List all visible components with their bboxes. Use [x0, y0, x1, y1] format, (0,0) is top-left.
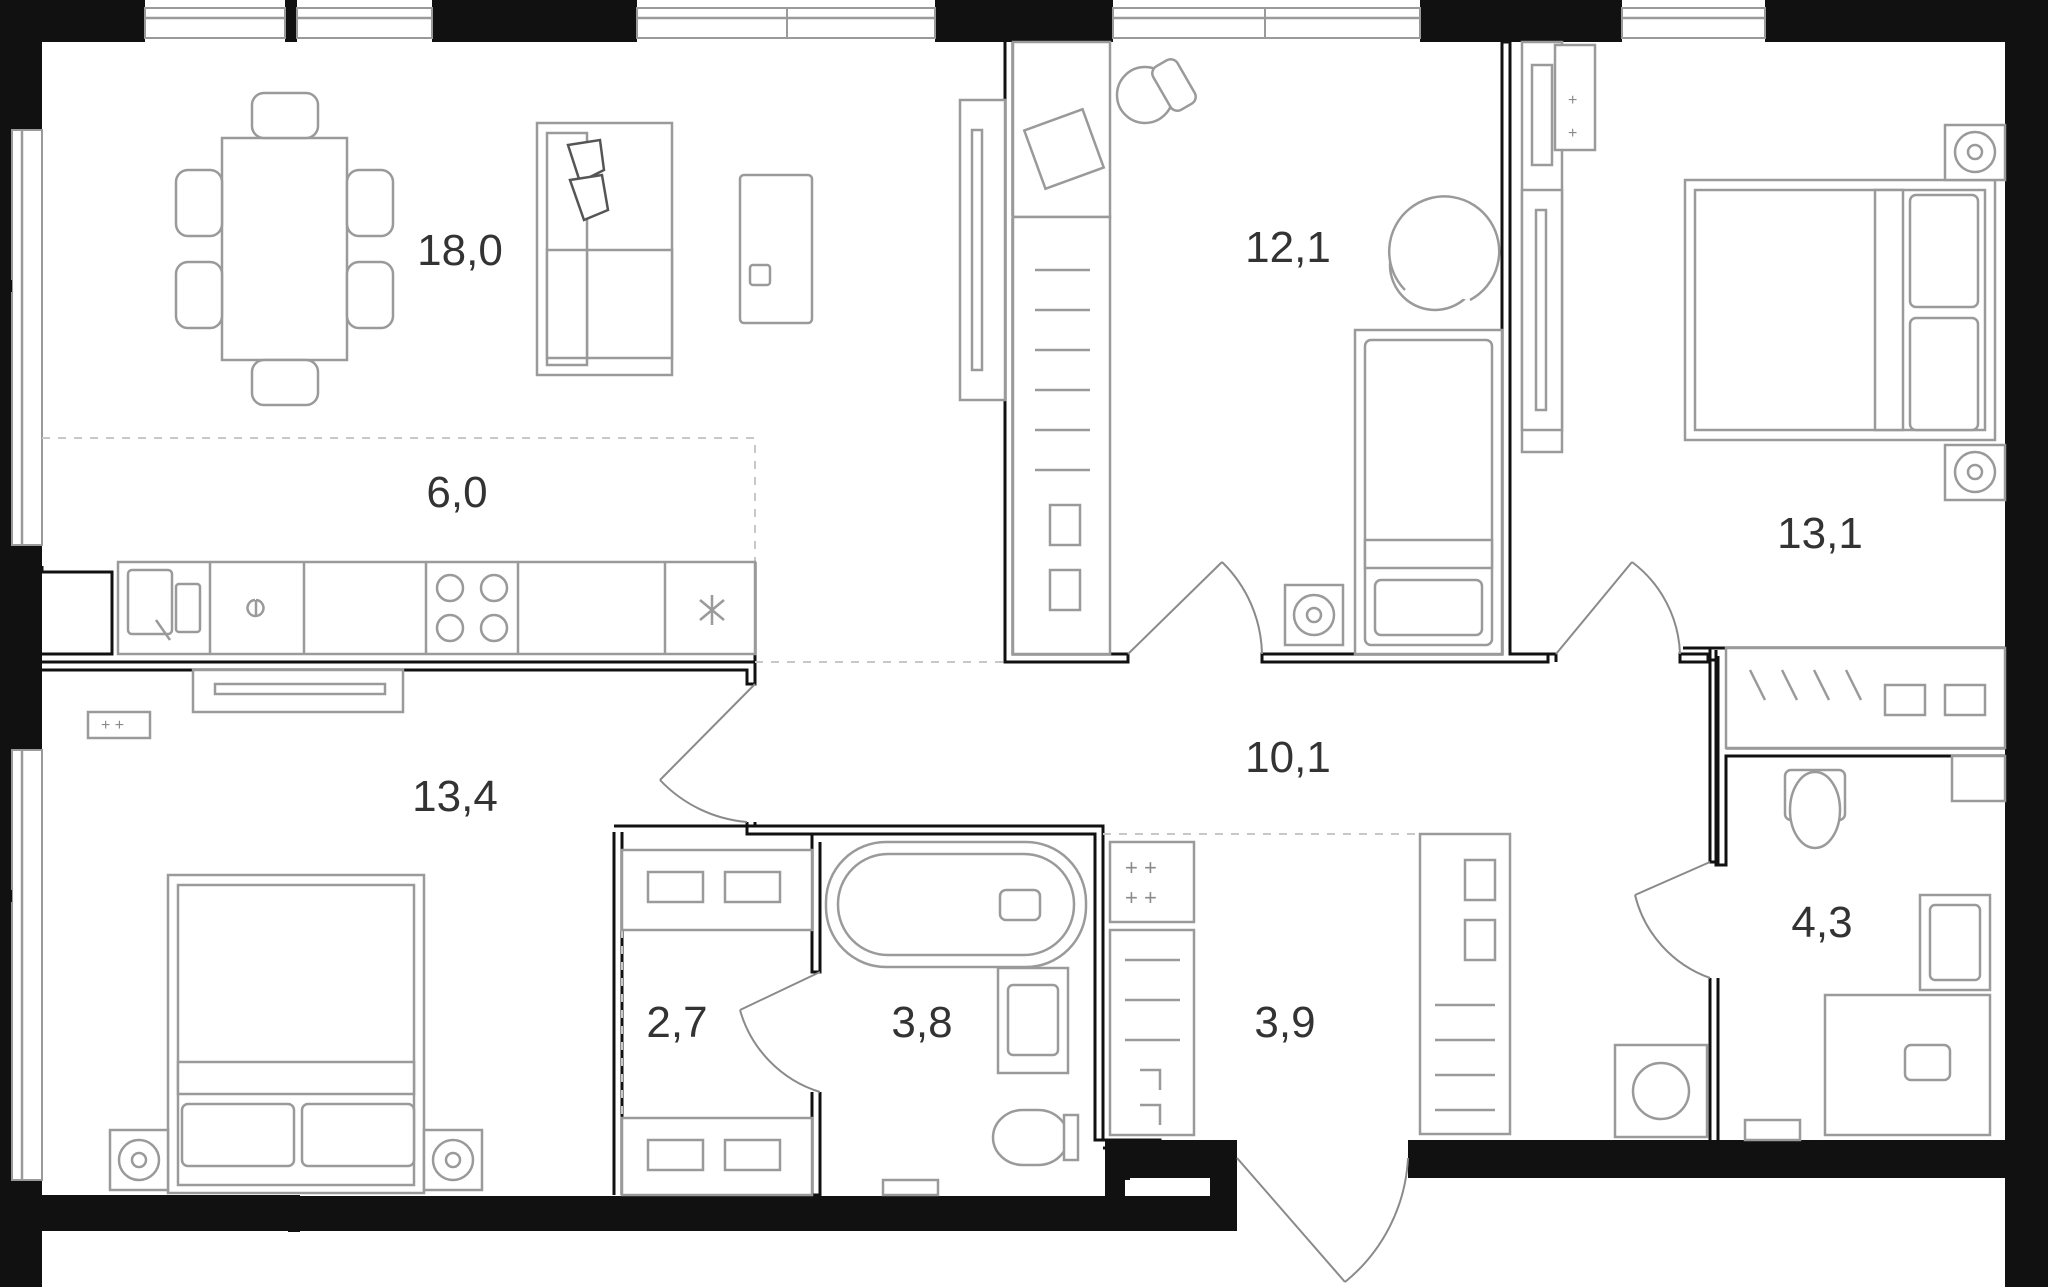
bottom-wall	[0, 1196, 1237, 1231]
bed-left	[108, 873, 484, 1195]
area-label-hall: 10,1	[1245, 733, 1331, 782]
area-labels: 18,0 6,0 13,4 12,1 13,1 10,1 2,7 3,8 3,9…	[412, 223, 1863, 1047]
tv-unit-left: + +	[86, 668, 405, 740]
windows	[0, 7, 1766, 1181]
svg-text:+ +: + +	[1125, 855, 1157, 880]
dining-set	[174, 91, 395, 407]
wardrobe-3-9: + + + +	[1108, 832, 1512, 1137]
zone-lines	[42, 437, 1420, 1120]
svg-text:+: +	[1568, 125, 1577, 142]
area-label-bedroom-left: 13,4	[412, 772, 498, 821]
bedroom-right-furniture: + + + +	[1520, 40, 2007, 803]
svg-text:+: +	[1568, 92, 1577, 109]
bathroom-right-fixtures	[1613, 768, 1992, 1142]
study-furniture	[1011, 40, 1504, 656]
closet-shelves	[620, 848, 814, 1197]
area-label-study: 12,1	[1245, 223, 1331, 272]
area-label-bedroom-right: 13,1	[1777, 509, 1863, 558]
area-label-kitchen: 6,0	[426, 468, 487, 517]
sofa	[535, 121, 674, 377]
area-label-bathroom: 3,8	[891, 998, 952, 1047]
coffee-table	[738, 173, 814, 325]
area-label-wardrobe: 3,9	[1254, 998, 1315, 1047]
bathroom-fixtures	[824, 840, 1088, 1197]
area-label-bathroom-right: 4,3	[1791, 898, 1852, 947]
area-label-closet: 2,7	[646, 998, 707, 1047]
kitchen-counter	[116, 560, 757, 656]
svg-text:+ +: + +	[1125, 885, 1157, 910]
svg-text:+ +: + +	[101, 717, 124, 734]
doors	[659, 561, 1711, 1283]
area-label-living: 18,0	[417, 226, 503, 275]
tv-stand	[958, 98, 1007, 402]
